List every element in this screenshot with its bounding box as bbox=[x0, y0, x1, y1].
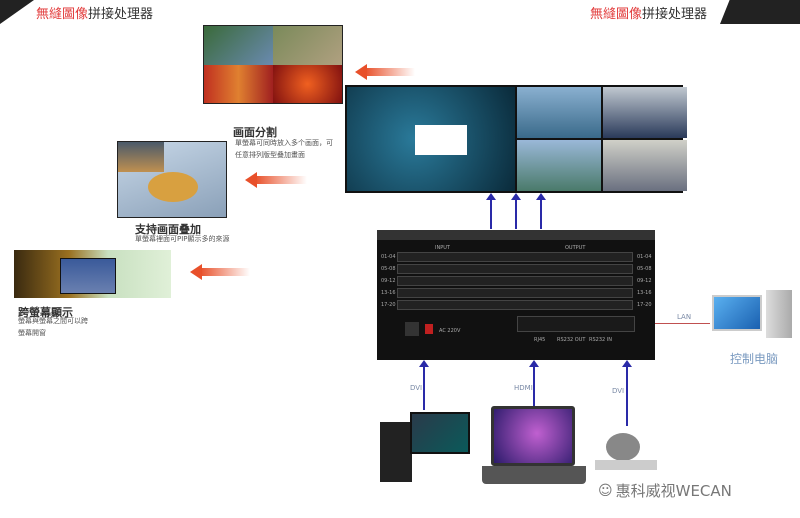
brand-rest: 拼接处理器 bbox=[88, 7, 154, 22]
desktop-monitor bbox=[410, 412, 470, 454]
port-label: RS232 OUT bbox=[557, 337, 586, 343]
dvi-label: DVI bbox=[410, 384, 423, 392]
arrow-up-icon bbox=[419, 360, 429, 410]
brand-rest: 拼接处理器 bbox=[642, 7, 708, 22]
arrow-left-icon bbox=[355, 64, 415, 80]
arrow-up-icon bbox=[529, 360, 539, 406]
camera-base bbox=[595, 460, 657, 470]
brand-red: 無縫圖像 bbox=[590, 7, 643, 22]
control-pc-tower bbox=[766, 290, 792, 338]
control-pc-label: 控制电脑 bbox=[730, 352, 779, 366]
brand-red: 無縫圖像 bbox=[36, 7, 89, 22]
power-label: AC 220V bbox=[439, 328, 461, 334]
feature-desc: 單螢幕裡面可PIP顯示多的來源 bbox=[135, 235, 230, 243]
port-label: RS232 IN bbox=[589, 337, 612, 343]
split-screen-image bbox=[203, 25, 343, 104]
control-port-panel bbox=[517, 316, 635, 332]
feature-desc: 單螢幕可同時放入多个画面，可任意排列版型叠加畫面 bbox=[235, 139, 333, 159]
laptop-screen bbox=[491, 406, 575, 466]
pip-image bbox=[117, 141, 227, 218]
feature-title: 支持画面叠加 bbox=[135, 223, 201, 236]
arrow-up-icon bbox=[536, 193, 546, 229]
laptop-base bbox=[482, 466, 586, 484]
input-label: INPUT bbox=[435, 245, 450, 251]
arrow-left-icon bbox=[190, 264, 250, 280]
feature-desc: 螢幕與螢幕之間可以跨螢幕開窗 bbox=[18, 317, 88, 337]
power-socket bbox=[405, 322, 419, 336]
lan-label: LAN bbox=[677, 313, 692, 321]
arrow-up-icon bbox=[511, 193, 521, 229]
brand-title-right: 無縫圖像拼接处理器 bbox=[590, 3, 707, 22]
power-switch[interactable] bbox=[425, 324, 433, 334]
feature-title: 画面分割 bbox=[233, 126, 277, 139]
control-pc-monitor bbox=[712, 295, 762, 331]
wechat-icon: ☺ bbox=[598, 482, 613, 499]
corner-decoration bbox=[0, 0, 34, 24]
output-label: OUTPUT bbox=[565, 245, 586, 251]
cross-screen-image bbox=[14, 250, 171, 298]
port-label: RJ45 bbox=[534, 337, 546, 343]
brand-title-left: 無縫圖像拼接处理器 bbox=[36, 3, 153, 22]
corner-decoration bbox=[720, 0, 800, 24]
lan-line bbox=[655, 323, 710, 324]
arrow-up-icon bbox=[486, 193, 496, 229]
video-wall bbox=[345, 85, 687, 193]
hdmi-label: HDMI bbox=[514, 384, 533, 392]
watermark-text: 惠科威视WECAN bbox=[615, 482, 732, 500]
feature-title: 跨螢幕顯示 bbox=[18, 306, 73, 319]
desktop-tower bbox=[380, 422, 412, 482]
arrow-left-icon bbox=[245, 172, 307, 188]
dvi-label: DVI bbox=[612, 387, 625, 395]
arrow-up-icon bbox=[622, 360, 632, 426]
ptz-camera bbox=[606, 433, 640, 461]
watermark: ☺ 惠科威视WECAN bbox=[598, 480, 732, 501]
